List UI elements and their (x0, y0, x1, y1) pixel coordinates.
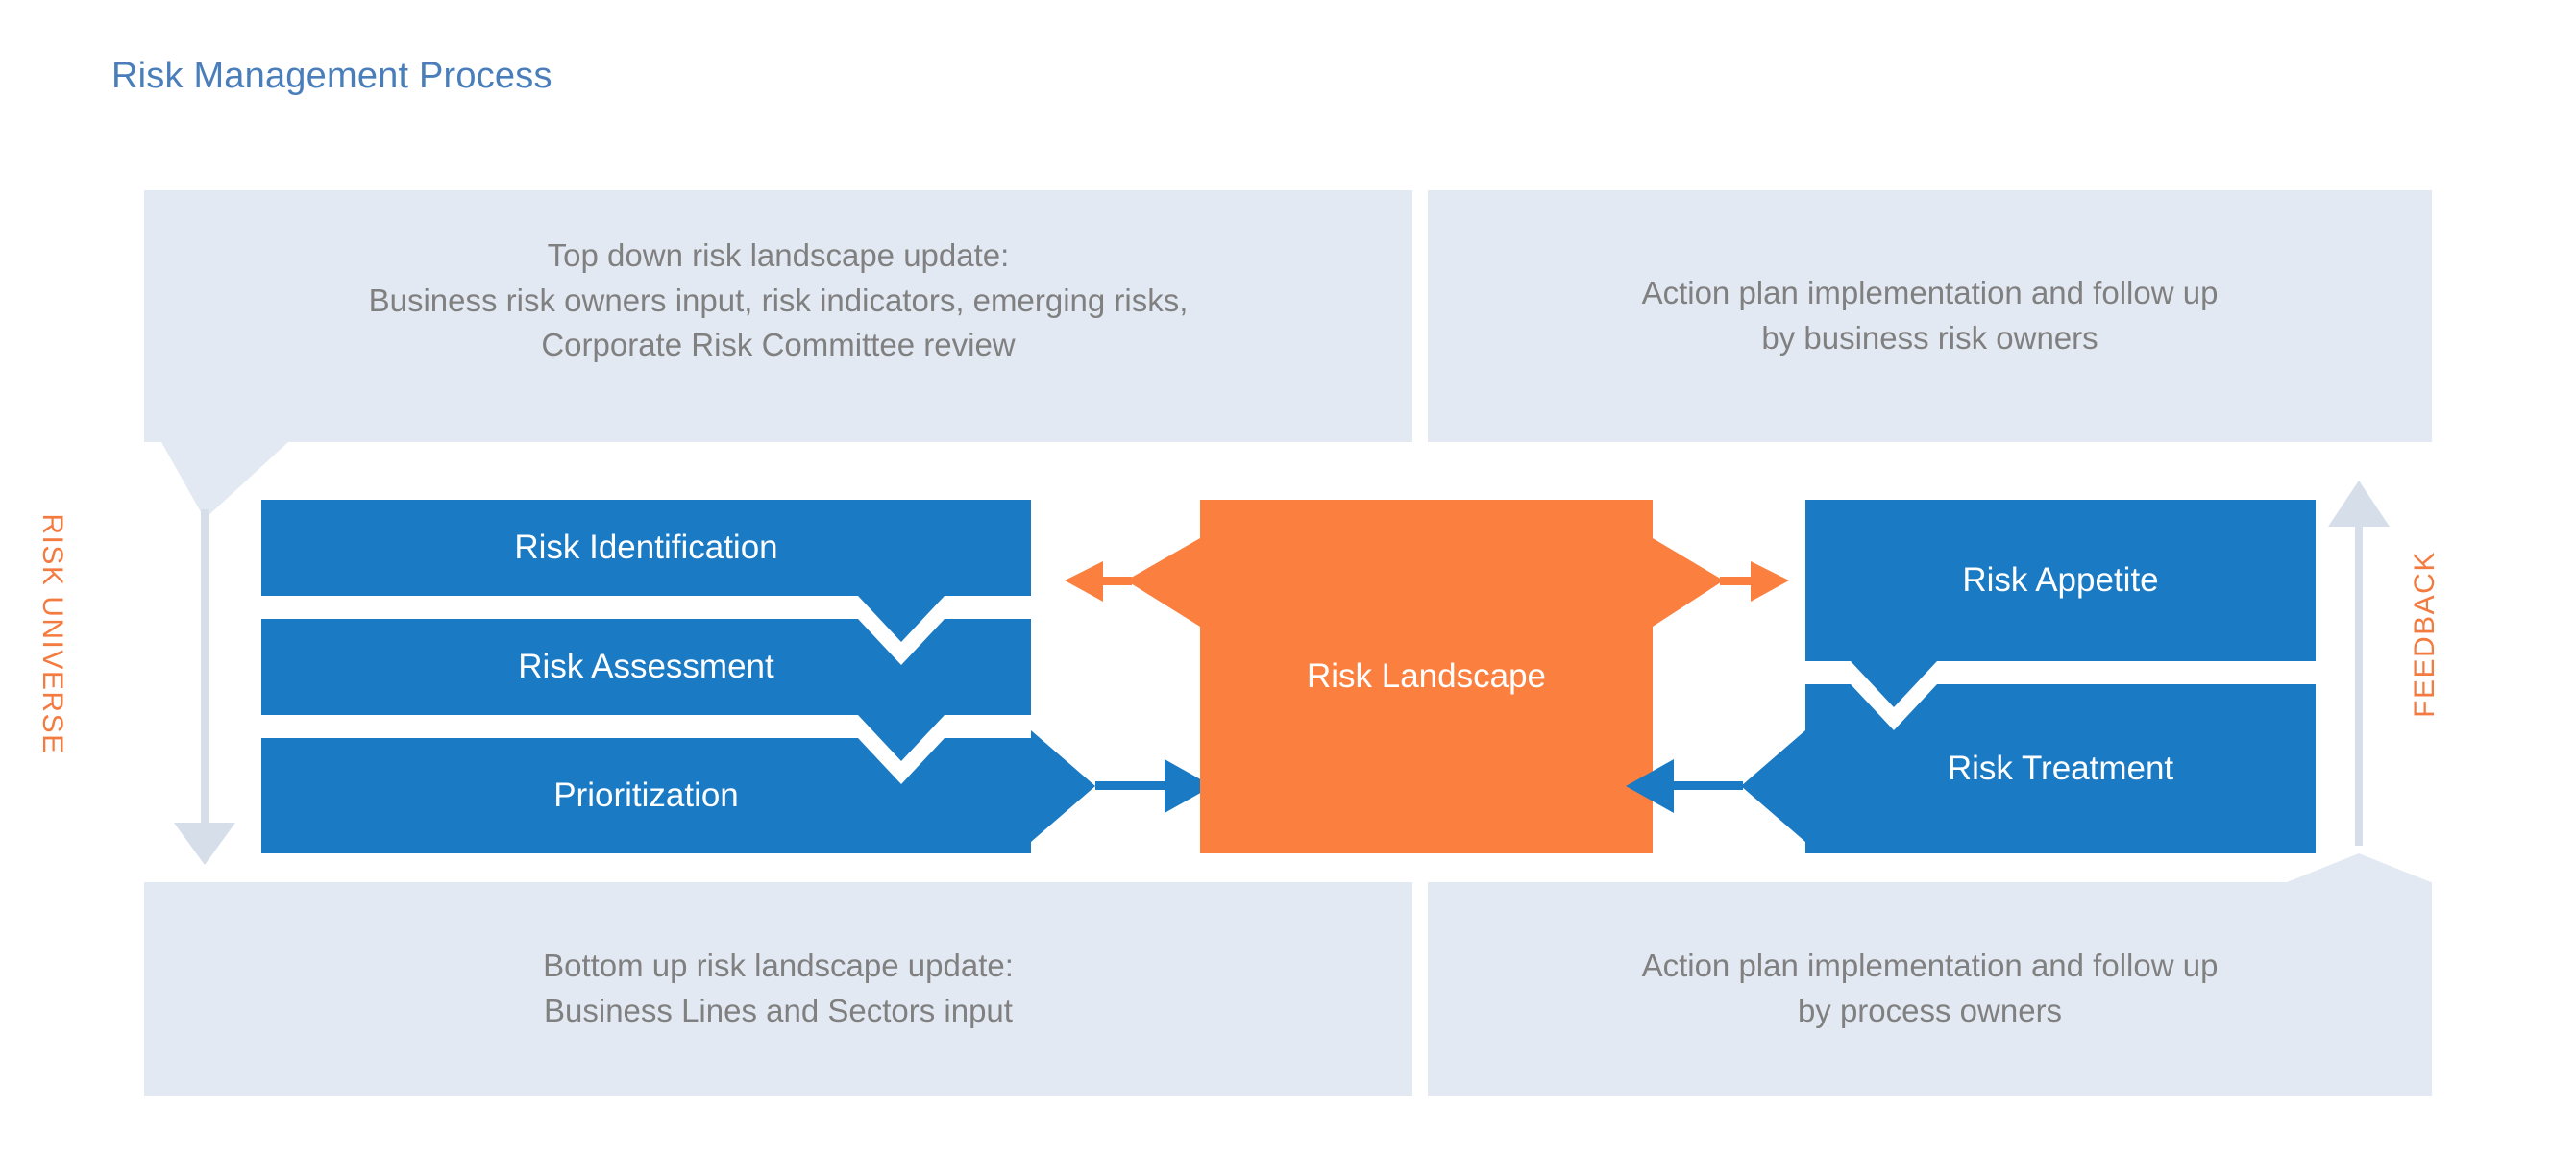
risk-universe-down-arrow (174, 509, 235, 865)
landscape-to-left-arrow (1065, 561, 1132, 602)
treatment-to-landscape-arrow (1626, 759, 1743, 813)
prioritization-to-landscape-arrow (1095, 759, 1213, 813)
prioritization-shape (261, 730, 1095, 853)
top-left-banner-shape (144, 190, 1412, 519)
risk-appetite-shape (1805, 500, 2316, 707)
risk-identification-shape (261, 500, 1031, 642)
bottom-left-banner-shape (144, 882, 1412, 1096)
top-right-banner-shape (1428, 190, 2432, 442)
landscape-to-right-arrow (1720, 561, 1789, 602)
feedback-up-arrow (2328, 481, 2390, 846)
bottom-right-banner-shape (1428, 853, 2432, 1096)
risk-universe-caption: RISK UNIVERSE (37, 513, 68, 755)
risk-assessment-shape (261, 619, 1031, 761)
risk-treatment-shape (1741, 684, 2316, 853)
risk-landscape-shape (1126, 500, 1724, 853)
feedback-caption: FEEDBACK (2409, 551, 2441, 718)
page-title: Risk Management Process (111, 56, 552, 96)
